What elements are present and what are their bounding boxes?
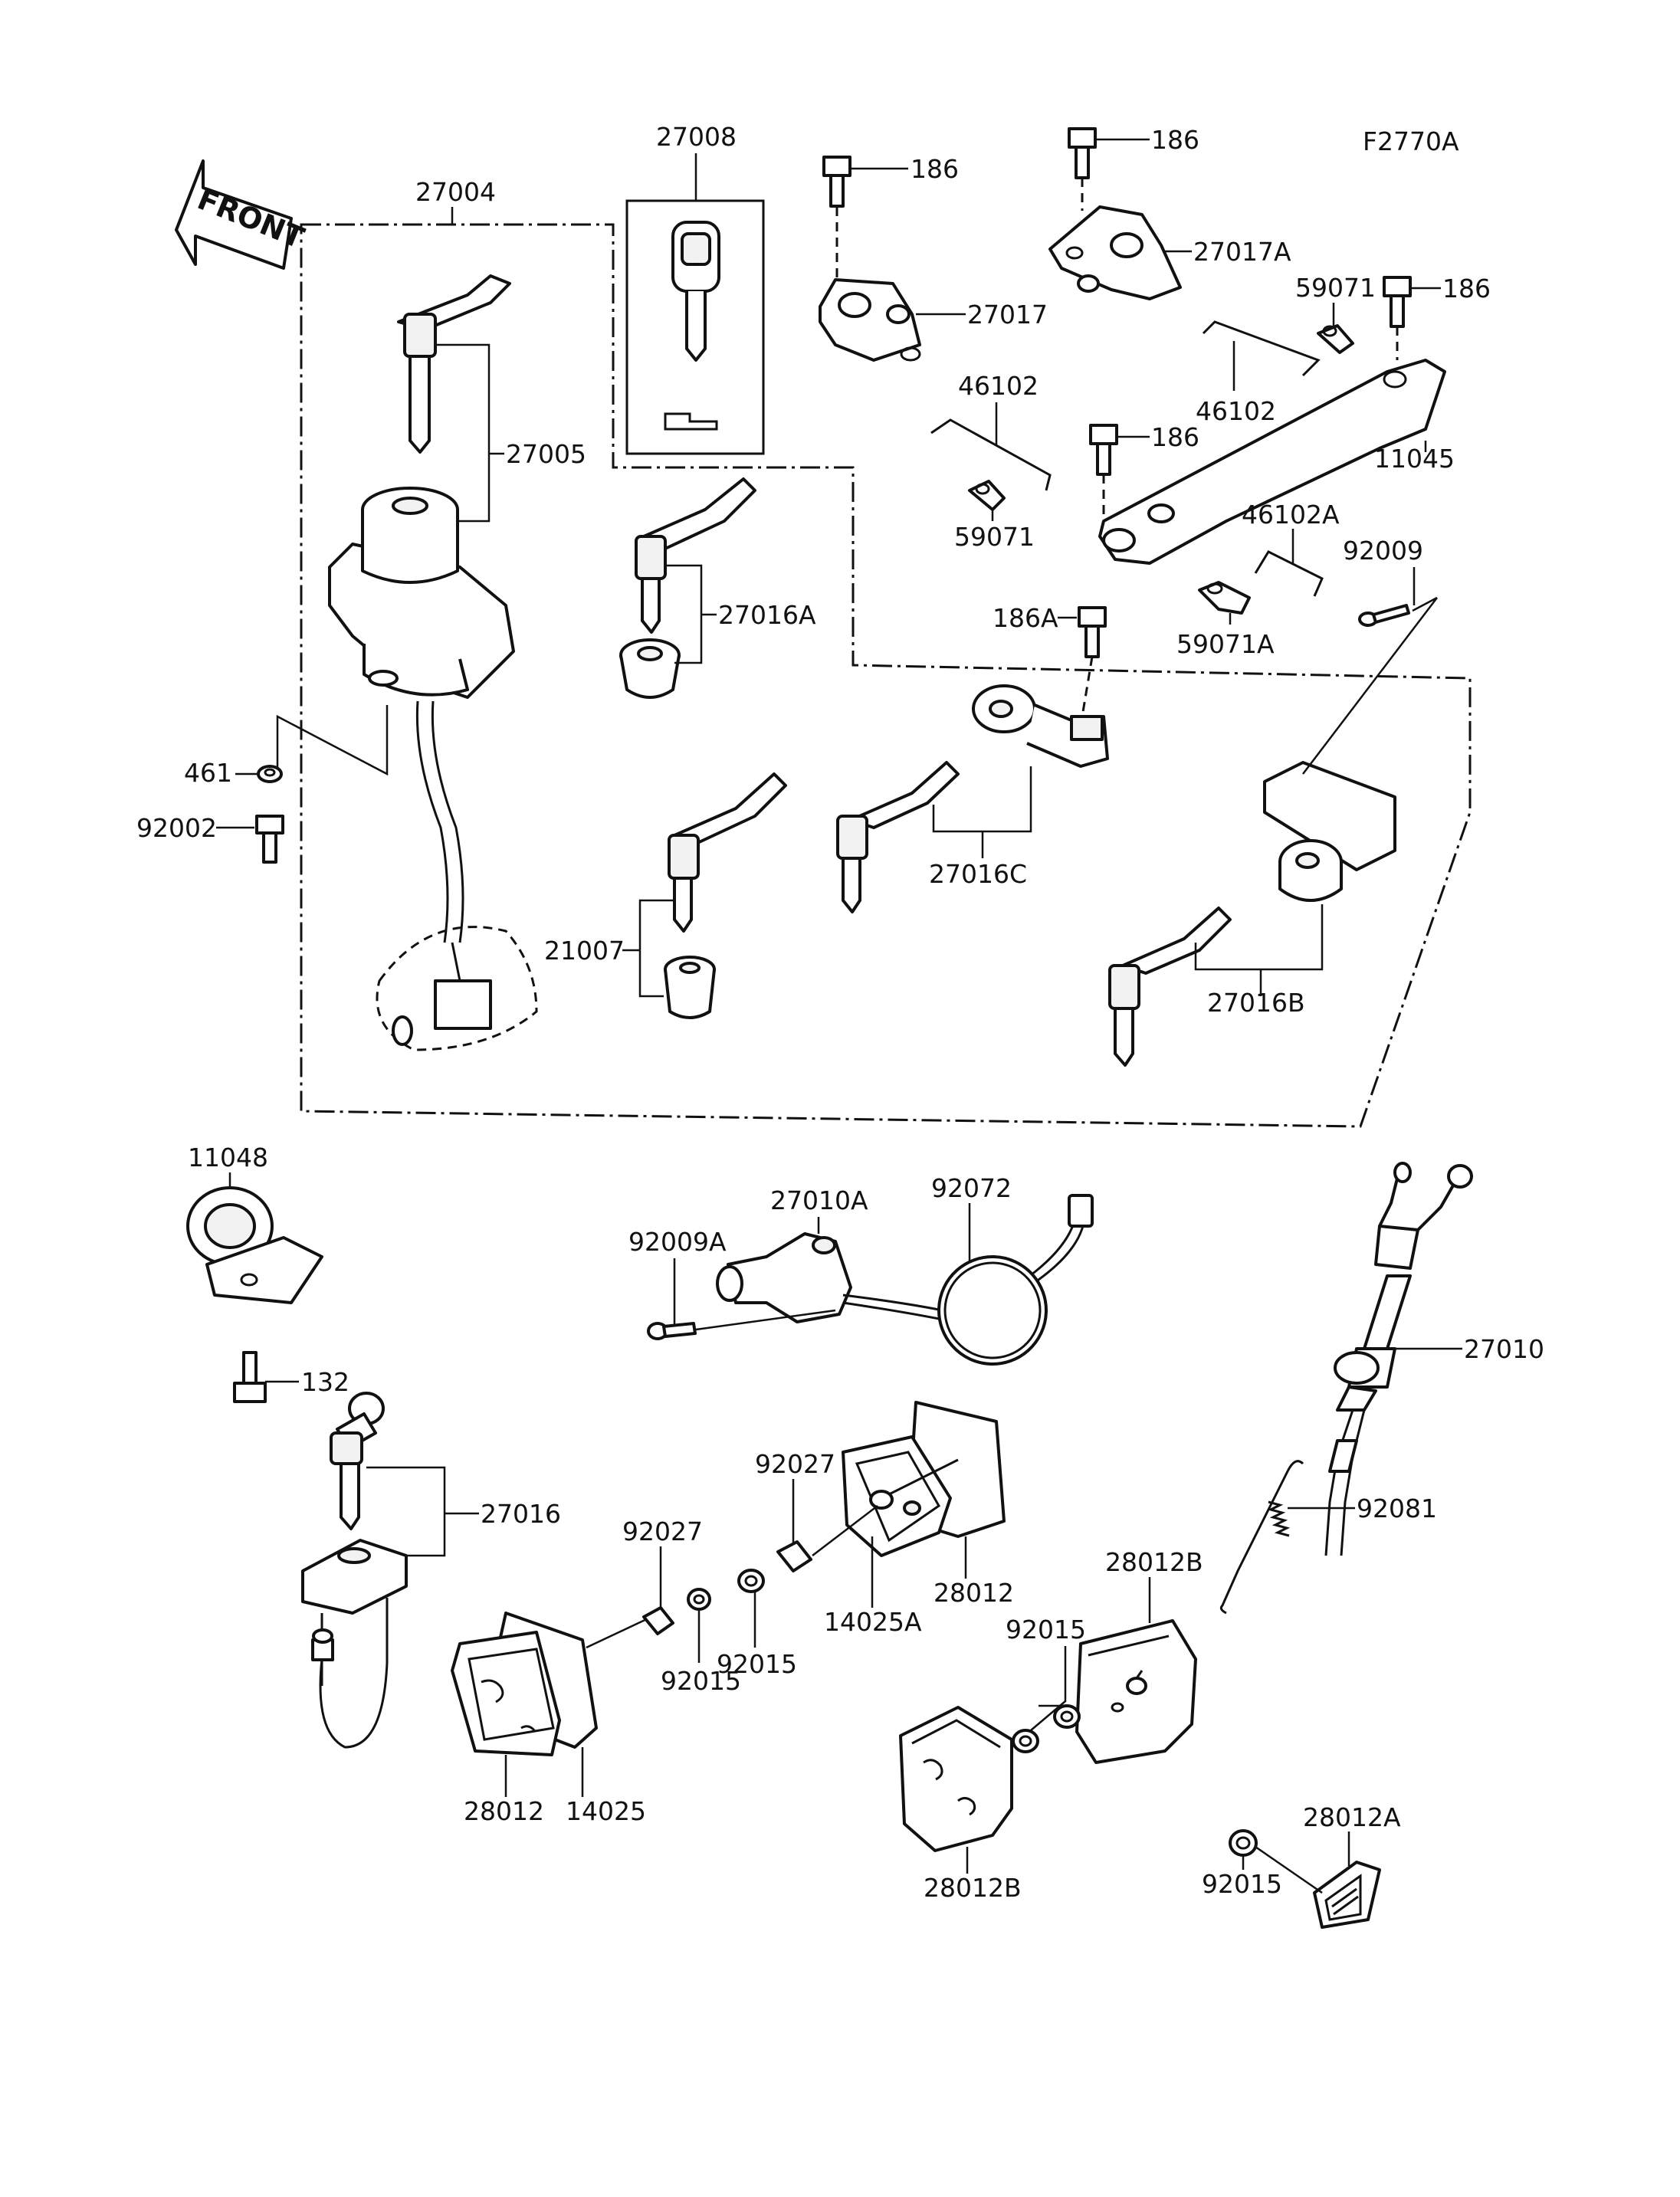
label-186A: 186A xyxy=(993,603,1058,633)
label-92027-a: 92027 xyxy=(622,1517,703,1546)
bolt-186-a xyxy=(822,156,851,208)
label-59071-a: 59071 xyxy=(954,522,1035,552)
label-92009: 92009 xyxy=(1343,536,1423,566)
screw-92009A xyxy=(647,1322,697,1340)
label-92081: 92081 xyxy=(1357,1494,1437,1523)
label-92027-b: 92027 xyxy=(755,1449,835,1479)
label-21007: 21007 xyxy=(544,936,625,966)
key-blank-27008 xyxy=(625,199,765,455)
clamp-59071A xyxy=(1198,581,1251,615)
label-92072: 92072 xyxy=(931,1173,1012,1203)
collar-92027-b xyxy=(776,1540,812,1572)
figure-code: F2770A xyxy=(1363,126,1459,156)
rod-46102-b xyxy=(1202,320,1321,377)
label-27005: 27005 xyxy=(506,439,586,469)
label-27016B: 27016B xyxy=(1207,988,1305,1018)
label-46102-b: 46102 xyxy=(1196,396,1276,426)
helmet-lock-27016 xyxy=(301,1392,408,1749)
nut-92015-c xyxy=(1012,1704,1081,1753)
bracket-11045 xyxy=(1098,359,1446,565)
assembly-frame-27004 xyxy=(300,223,1472,1128)
label-28012-a: 28012 xyxy=(464,1796,544,1826)
washer-461 xyxy=(257,765,283,783)
label-59071A: 59071A xyxy=(1176,629,1275,659)
bolt-92002 xyxy=(255,815,284,864)
reflector-28012B-b xyxy=(899,1706,1013,1852)
nut-92015-d xyxy=(1229,1829,1258,1857)
band-92072 xyxy=(937,1255,1048,1366)
front-arrow-icon: FRONT xyxy=(175,159,309,270)
label-186-d: 186 xyxy=(1151,422,1199,452)
label-27004: 27004 xyxy=(415,177,496,207)
nut-92015-a xyxy=(687,1588,711,1611)
label-27017: 27017 xyxy=(967,300,1048,330)
screw-92009 xyxy=(1358,604,1410,627)
label-28012B-b: 28012B xyxy=(924,1873,1022,1903)
rod-46102A xyxy=(1254,550,1324,597)
label-186-c: 186 xyxy=(1442,274,1491,303)
bracket-27017A xyxy=(1048,205,1182,300)
keys-27016B xyxy=(1108,761,1396,1067)
label-92015-a: 92015 xyxy=(661,1666,741,1696)
clamp-59071-a xyxy=(968,480,1006,511)
bolt-186-b xyxy=(1068,127,1097,179)
clamp-59071-b xyxy=(1317,324,1354,354)
bolt-186A xyxy=(1078,606,1107,658)
collar-92027-a xyxy=(642,1606,674,1635)
bolt-186-c xyxy=(1383,276,1412,328)
reflector-left xyxy=(451,1612,598,1756)
reflector-14025A xyxy=(842,1401,1006,1557)
keys-27016A xyxy=(619,477,756,699)
spring-92081 xyxy=(1219,1460,1304,1615)
label-28012B-a: 28012B xyxy=(1105,1547,1203,1577)
label-92015-d: 92015 xyxy=(1202,1869,1282,1899)
ignition-switch xyxy=(328,487,538,1051)
bolt-132 xyxy=(233,1351,267,1403)
label-132: 132 xyxy=(301,1367,349,1397)
bracket-27017 xyxy=(819,278,921,362)
label-14025A: 14025A xyxy=(824,1607,922,1637)
label-28012A: 28012A xyxy=(1303,1802,1401,1832)
label-28012-b: 28012 xyxy=(934,1578,1014,1608)
label-27017A: 27017A xyxy=(1193,237,1291,267)
reflector-28012A xyxy=(1313,1861,1381,1929)
label-27016C: 27016C xyxy=(929,859,1027,889)
keys-21007 xyxy=(664,772,787,1019)
label-14025: 14025 xyxy=(566,1796,646,1826)
label-46102A: 46102A xyxy=(1242,500,1340,530)
label-27010: 27010 xyxy=(1464,1334,1544,1364)
label-27016: 27016 xyxy=(481,1499,561,1529)
keys-27016C xyxy=(836,684,1109,913)
label-46102-a: 46102 xyxy=(958,371,1039,401)
label-186-a: 186 xyxy=(911,154,959,184)
label-27010A: 27010A xyxy=(770,1185,868,1215)
label-186-b: 186 xyxy=(1151,125,1199,155)
bolt-186-d xyxy=(1089,424,1118,476)
label-92015-b: 92015 xyxy=(717,1649,797,1679)
label-59071-b: 59071 xyxy=(1295,273,1376,303)
label-11048: 11048 xyxy=(188,1143,268,1172)
label-92002: 92002 xyxy=(136,813,217,843)
nut-92015-b xyxy=(737,1569,765,1593)
label-11045: 11045 xyxy=(1374,444,1455,474)
rod-46102-a xyxy=(930,418,1052,491)
bracket-11048 xyxy=(186,1186,323,1304)
label-27016A: 27016A xyxy=(718,600,816,630)
label-92015-c: 92015 xyxy=(1006,1615,1086,1644)
keys-27005 xyxy=(397,274,511,454)
label-461: 461 xyxy=(184,758,232,788)
label-92009A: 92009A xyxy=(628,1227,727,1257)
reflector-28012B-a xyxy=(1075,1619,1197,1764)
switch-27010 xyxy=(1324,1162,1473,1556)
label-27008: 27008 xyxy=(656,122,737,152)
